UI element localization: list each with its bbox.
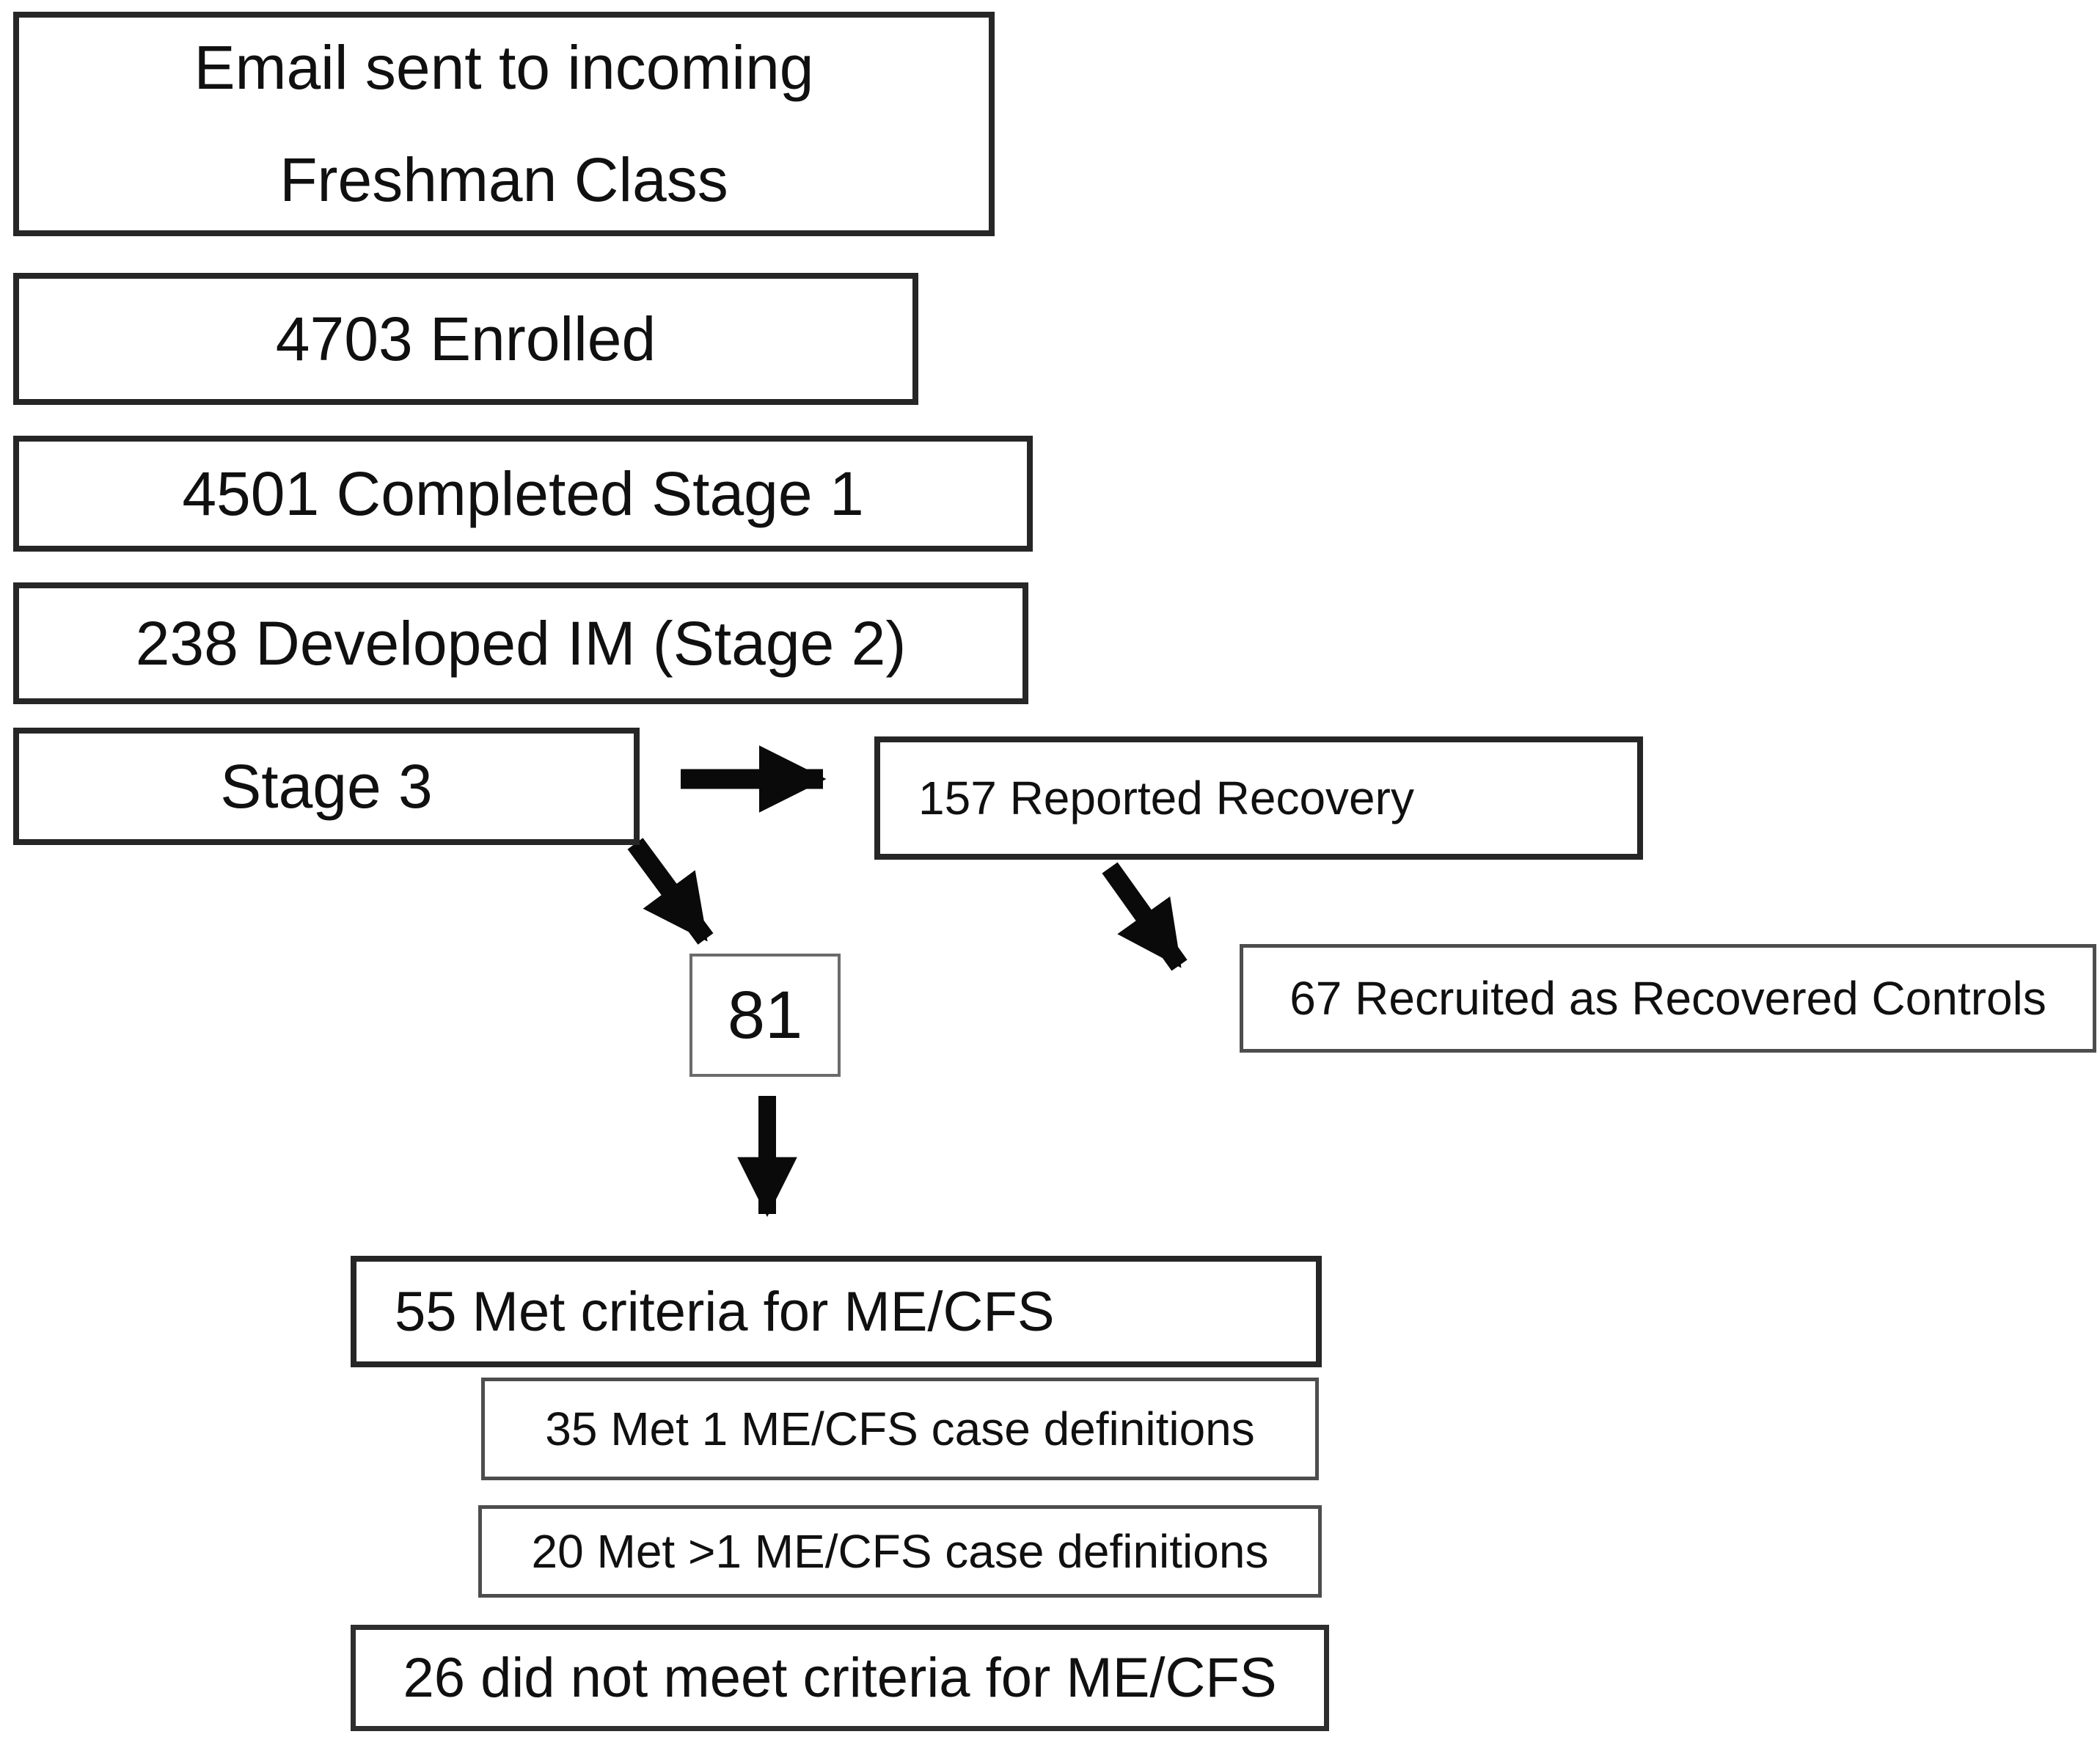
node-completed-stage1: 4501 Completed Stage 1 [13,436,1033,552]
node-met-multiple-definitions-label: 20 Met >1 ME/CFS case definitions [531,1525,1269,1578]
node-email-sent-text: Email sent to incoming Freshman Class [194,12,813,236]
node-reported-recovery: 157 Reported Recovery [874,736,1643,860]
node-reported-recovery-label: 157 Reported Recovery [918,772,1414,824]
node-stage3-label: Stage 3 [220,751,433,821]
arrow-recovery-to-controls-icon [1102,862,1188,971]
node-stage3: Stage 3 [13,728,640,845]
node-recovered-controls-label: 67 Recruited as Recovered Controls [1289,972,2046,1025]
node-met-one-definition: 35 Met 1 ME/CFS case definitions [481,1378,1319,1480]
node-enrolled-label: 4703 Enrolled [275,304,656,373]
node-did-not-meet-criteria: 26 did not meet criteria for ME/CFS [351,1625,1329,1731]
node-email-sent-line1: Email sent to incoming [194,33,814,103]
arrow-stage3-to-81-icon [627,838,714,945]
node-email-sent: Email sent to incoming Freshman Class [13,12,995,236]
node-developed-im: 238 Developed IM (Stage 2) [13,582,1028,704]
node-enrolled: 4703 Enrolled [13,273,918,405]
node-met-multiple-definitions: 20 Met >1 ME/CFS case definitions [478,1505,1322,1598]
node-recovered-controls: 67 Recruited as Recovered Controls [1240,944,2096,1053]
node-met-one-definition-label: 35 Met 1 ME/CFS case definitions [545,1403,1255,1455]
node-met-criteria: 55 Met criteria for ME/CFS [351,1256,1322,1367]
node-completed-stage1-label: 4501 Completed Stage 1 [182,458,864,528]
node-81: 81 [689,954,841,1077]
node-met-criteria-label: 55 Met criteria for ME/CFS [395,1280,1055,1343]
node-did-not-meet-criteria-label: 26 did not meet criteria for ME/CFS [403,1647,1277,1709]
node-email-sent-line2: Freshman Class [279,145,728,214]
node-81-label: 81 [727,977,803,1053]
node-developed-im-label: 238 Developed IM (Stage 2) [135,608,907,678]
